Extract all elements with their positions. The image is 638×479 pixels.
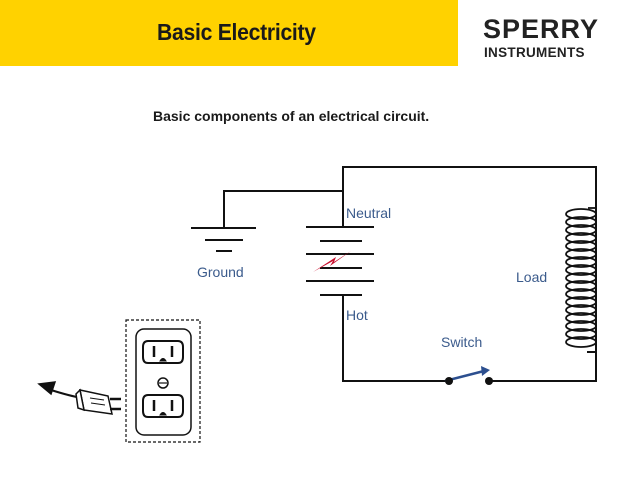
battery-symbol-icon <box>306 226 374 296</box>
page-title: Basic Electricity <box>157 19 316 45</box>
wall-outlet-icon <box>125 319 201 443</box>
logo-line-2: INSTRUMENTS <box>484 45 585 60</box>
coil-load-icon <box>565 207 597 348</box>
circuit-wires <box>223 166 597 382</box>
sperry-logo: SPERRY INSTRUMENTS <box>483 16 598 62</box>
neutral-label: Neutral <box>346 205 392 221</box>
hot-label: Hot <box>346 307 368 323</box>
diagram-subtitle: Basic components of an electrical circui… <box>153 108 430 124</box>
ground-symbol-icon <box>191 227 256 252</box>
spark-icon <box>313 251 351 272</box>
switch-label: Switch <box>441 334 483 350</box>
logo-line-1: SPERRY <box>483 14 600 44</box>
plug-icon <box>37 381 121 415</box>
ground-label: Ground <box>197 264 244 280</box>
title-banner: Basic Electricity <box>0 0 458 66</box>
load-label: Load <box>516 269 548 285</box>
switch-symbol-icon <box>444 366 493 385</box>
